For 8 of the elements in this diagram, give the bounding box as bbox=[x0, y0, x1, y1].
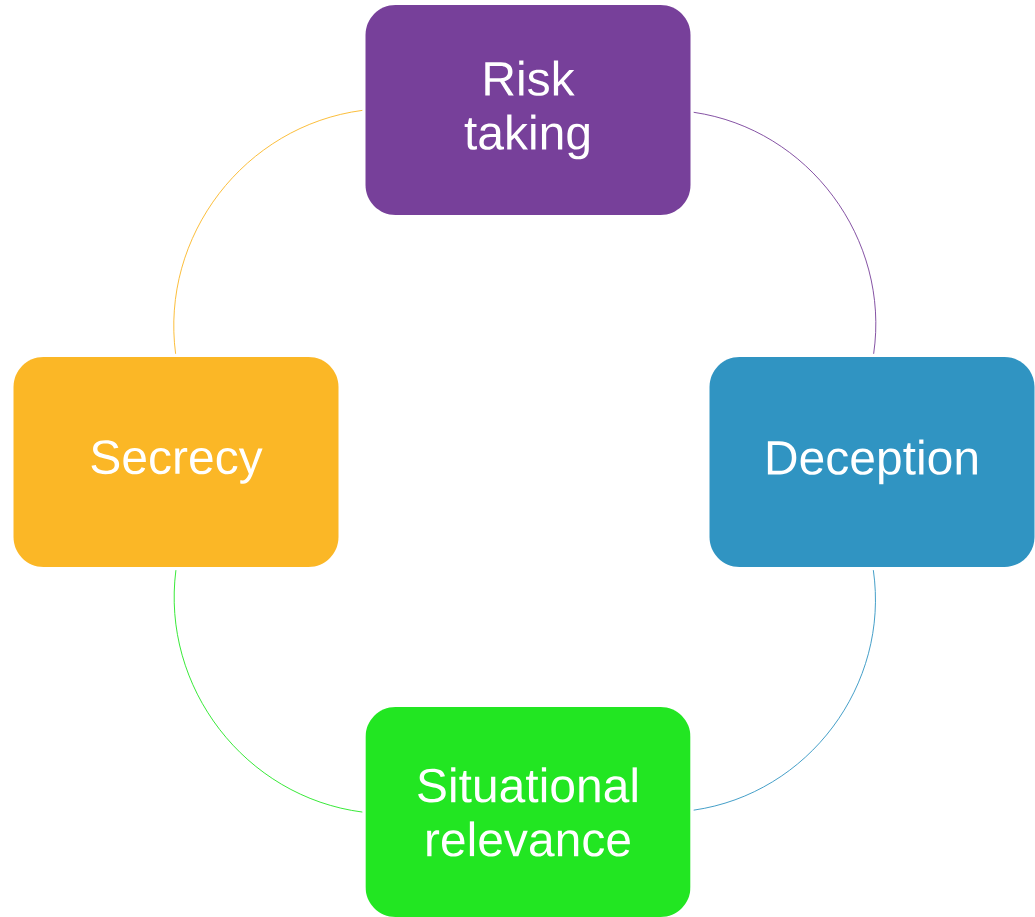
process-box: Deception bbox=[709, 357, 1035, 567]
process-box: Secrecy bbox=[13, 357, 339, 567]
connector-arc bbox=[173, 569, 363, 813]
process-box: Situational relevance bbox=[365, 707, 691, 917]
connector-arc bbox=[693, 569, 876, 811]
process-box: Risk taking bbox=[365, 5, 691, 215]
connector-arc bbox=[173, 109, 363, 355]
connector-arc bbox=[693, 111, 877, 355]
